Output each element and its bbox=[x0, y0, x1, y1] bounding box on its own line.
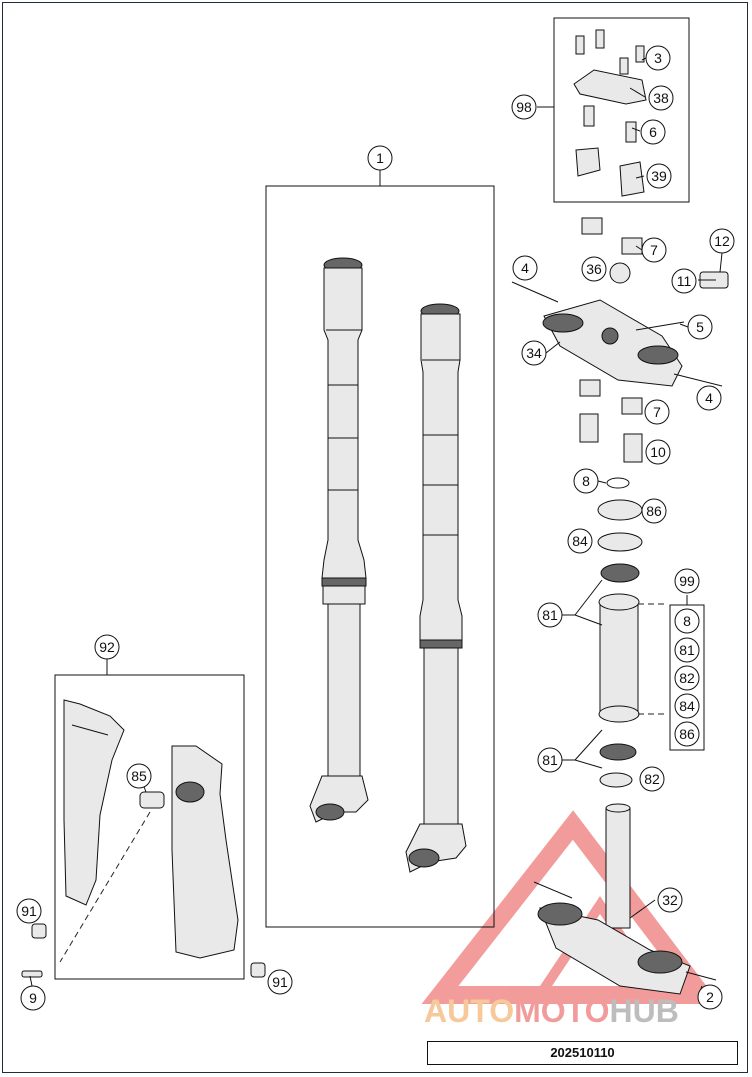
right-fork-protector[interactable] bbox=[171, 745, 239, 959]
svg-text:36: 36 bbox=[586, 261, 602, 277]
callout-84: 84 bbox=[567, 528, 593, 554]
svg-text:9: 9 bbox=[29, 990, 37, 1006]
svg-text:82: 82 bbox=[679, 670, 695, 686]
svg-text:84: 84 bbox=[679, 698, 695, 714]
watermark-part-3: HUB bbox=[609, 993, 679, 1029]
nut-91-left-part[interactable] bbox=[31, 923, 47, 939]
svg-text:91: 91 bbox=[272, 974, 288, 990]
svg-text:7: 7 bbox=[650, 242, 658, 258]
svg-text:98: 98 bbox=[516, 99, 532, 115]
svg-text:4: 4 bbox=[705, 390, 713, 406]
svg-text:99: 99 bbox=[679, 573, 695, 589]
left-fork-leg[interactable] bbox=[309, 257, 369, 823]
callout-4-bottom: 4 bbox=[696, 385, 722, 411]
svg-text:32: 32 bbox=[662, 892, 678, 908]
callout-81-top: 81 bbox=[537, 602, 563, 628]
watermark-part-1: AUTO bbox=[424, 993, 515, 1029]
svg-text:81: 81 bbox=[679, 642, 695, 658]
triple-clamp-part[interactable] bbox=[511, 281, 723, 387]
svg-text:38: 38 bbox=[653, 90, 669, 106]
svg-text:1: 1 bbox=[376, 150, 384, 166]
callout-8: 8 bbox=[573, 468, 599, 494]
cover-85-part[interactable] bbox=[139, 791, 165, 809]
watermark-text: AUTOMOTOHUB bbox=[424, 993, 679, 1030]
svg-text:12: 12 bbox=[714, 233, 730, 249]
drawing-code: 202510110 bbox=[427, 1041, 738, 1065]
svg-text:84: 84 bbox=[572, 533, 588, 549]
fork-assembly-box bbox=[265, 185, 495, 928]
svg-text:86: 86 bbox=[646, 503, 662, 519]
callout-34: 34 bbox=[521, 340, 547, 366]
svg-text:10: 10 bbox=[650, 444, 666, 460]
callout-39: 39 bbox=[646, 163, 672, 189]
callout-1: 1 bbox=[367, 145, 393, 171]
right-fork-leg[interactable] bbox=[405, 303, 467, 873]
svg-text:34: 34 bbox=[526, 345, 542, 361]
callout-4-top: 4 bbox=[512, 255, 538, 281]
nut-91-right-part[interactable] bbox=[250, 962, 266, 978]
svg-text:86: 86 bbox=[679, 726, 695, 742]
callout-7-top: 7 bbox=[641, 237, 667, 263]
callout-7-bottom: 7 bbox=[644, 399, 670, 425]
steering-stem-part[interactable] bbox=[533, 803, 717, 995]
handlebar-kit-parts[interactable] bbox=[573, 29, 647, 197]
kit-99-item-8: 8 bbox=[674, 608, 700, 634]
callout-9: 9 bbox=[20, 985, 46, 1011]
svg-text:92: 92 bbox=[99, 639, 115, 655]
svg-text:85: 85 bbox=[131, 768, 147, 784]
callout-85: 85 bbox=[126, 763, 152, 789]
handlebar-kit-box bbox=[553, 17, 690, 203]
kit-99-item-82: 82 bbox=[674, 665, 700, 691]
callout-92: 92 bbox=[94, 634, 120, 660]
callout-38: 38 bbox=[648, 85, 674, 111]
bushings-top[interactable] bbox=[581, 217, 729, 289]
callout-86: 86 bbox=[641, 498, 667, 524]
watermark-part-2: MOTO bbox=[514, 993, 610, 1029]
svg-text:8: 8 bbox=[683, 613, 691, 629]
svg-text:4: 4 bbox=[521, 260, 529, 276]
svg-text:5: 5 bbox=[696, 319, 704, 335]
callout-36: 36 bbox=[581, 256, 607, 282]
callout-91-right: 91 bbox=[267, 969, 293, 995]
svg-text:2: 2 bbox=[706, 989, 714, 1005]
callout-81-bottom: 81 bbox=[537, 747, 563, 773]
svg-text:81: 81 bbox=[542, 752, 558, 768]
callout-5: 5 bbox=[687, 314, 713, 340]
svg-text:81: 81 bbox=[542, 607, 558, 623]
screw-9-part[interactable] bbox=[21, 970, 43, 978]
callout-98: 98 bbox=[511, 94, 537, 120]
kit-99-item-86: 86 bbox=[674, 721, 700, 747]
svg-text:91: 91 bbox=[21, 903, 37, 919]
svg-text:82: 82 bbox=[644, 771, 660, 787]
callout-91-left: 91 bbox=[16, 898, 42, 924]
svg-text:39: 39 bbox=[651, 168, 667, 184]
svg-text:7: 7 bbox=[653, 404, 661, 420]
svg-text:3: 3 bbox=[654, 50, 662, 66]
fork-protector-box bbox=[54, 674, 245, 980]
callout-3: 3 bbox=[645, 45, 671, 71]
bearing-stack-parts[interactable] bbox=[597, 477, 643, 788]
callout-6: 6 bbox=[640, 119, 666, 145]
callout-82: 82 bbox=[639, 766, 665, 792]
callout-12: 12 bbox=[709, 228, 735, 254]
callout-2: 2 bbox=[697, 984, 723, 1010]
left-fork-protector[interactable] bbox=[63, 699, 125, 906]
svg-text:11: 11 bbox=[677, 273, 692, 289]
svg-text:6: 6 bbox=[649, 124, 657, 140]
bushings-bottom[interactable] bbox=[579, 379, 643, 463]
callout-99: 99 bbox=[674, 568, 700, 594]
callout-32: 32 bbox=[657, 887, 683, 913]
svg-text:8: 8 bbox=[582, 473, 590, 489]
callout-11: 11 bbox=[671, 268, 697, 294]
kit-99-item-81: 81 bbox=[674, 637, 700, 663]
callout-10: 10 bbox=[645, 439, 671, 465]
kit-99-item-84: 84 bbox=[674, 693, 700, 719]
